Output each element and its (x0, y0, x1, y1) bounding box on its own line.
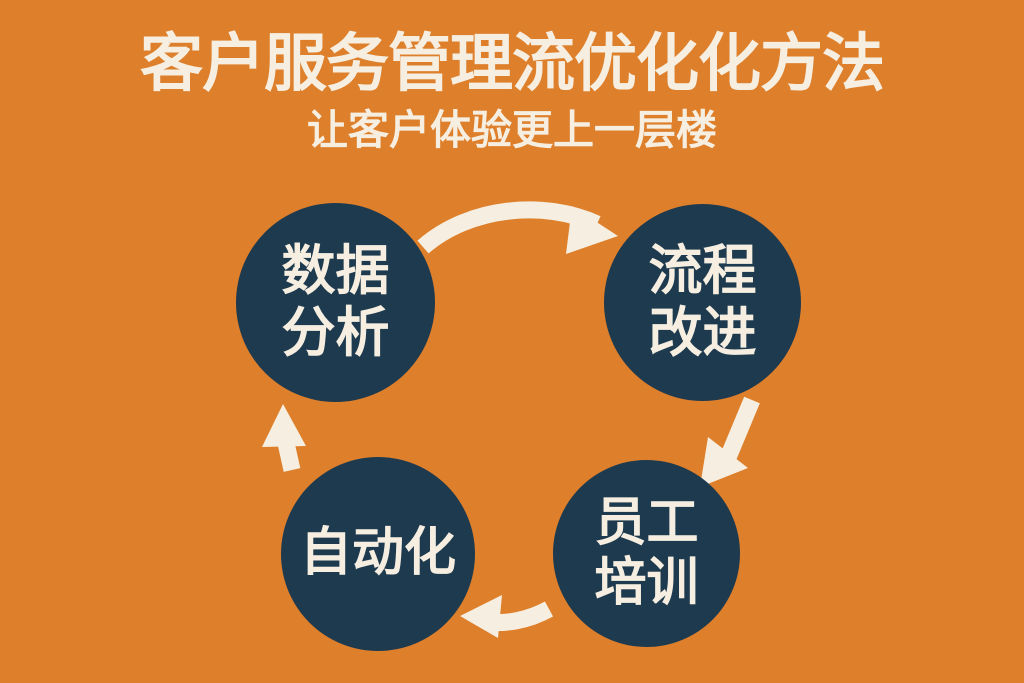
cycle-node-data-analysis[interactable]: 数据 分析 (236, 203, 435, 402)
arrow-process-to-training-icon (700, 396, 760, 487)
heading-block: 客户服务管理流优化化方法 让客户体验更上一层楼 (0, 0, 1024, 151)
cycle-node-automation[interactable]: 自动化 (281, 457, 475, 651)
arrow-data-to-process-icon (417, 201, 618, 254)
cycle-node-training[interactable]: 员工 培训 (553, 460, 740, 647)
arrow-automation-to-data-icon (262, 404, 306, 472)
cycle-node-label: 自动化 (299, 524, 456, 583)
cycle-node-label: 员工 培训 (594, 494, 699, 612)
cycle-node-label: 数据 分析 (281, 240, 390, 363)
arrow-training-to-automation-icon (460, 595, 554, 638)
cycle-node-process[interactable]: 流程 改进 (604, 204, 801, 401)
page-subtitle: 让客户体验更上一层楼 (307, 107, 717, 154)
page-title: 客户服务管理流优化化方法 (140, 29, 885, 99)
cycle-node-label: 流程 改进 (648, 240, 757, 363)
